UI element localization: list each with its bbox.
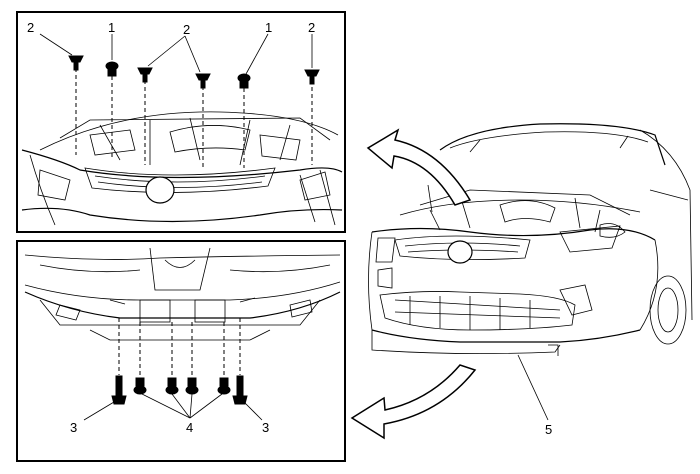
push-pin-retainer-icon [105, 61, 119, 77]
upper-fastener-dashed-leaders [75, 68, 313, 170]
lower-callout-leaders [83, 393, 263, 421]
curved-arrow-icon [366, 128, 472, 206]
lower-inset-panel: 3 4 3 [16, 240, 346, 462]
lower-inset-frame [16, 240, 346, 462]
upper-inset-frame [16, 11, 346, 233]
push-pin-retainer-icon [217, 377, 231, 395]
retainer-icon [68, 55, 84, 71]
upper-callout-leaders [39, 33, 313, 75]
retainer-icon [195, 73, 211, 89]
callout-4-retainers: 4 [186, 420, 193, 435]
callout-5-leader [517, 354, 549, 421]
push-pin-retainer-icon [133, 377, 147, 395]
callout-1-push-pin: 1 [108, 20, 115, 35]
retainer-icon [137, 67, 153, 83]
callout-1-push-pin: 1 [265, 20, 272, 35]
lower-fastener-dashed-leaders [118, 318, 241, 378]
callout-5-front-fascia: 5 [545, 422, 552, 437]
push-pin-retainer-icon [237, 73, 251, 89]
callout-2-top-middle: 2 [183, 22, 190, 37]
retainer-icon [304, 69, 320, 85]
curved-arrow-icon [350, 364, 477, 440]
callout-2-top-left: 2 [27, 20, 34, 35]
push-pin-retainer-icon [185, 377, 199, 395]
bolt-icon [232, 375, 248, 405]
underbody-illustration [24, 247, 341, 341]
callout-3-right-bolt: 3 [262, 420, 269, 435]
upper-inset-panel: 2 1 2 1 2 [16, 11, 346, 233]
callout-3-left-bolt: 3 [70, 420, 77, 435]
bolt-icon [111, 375, 127, 405]
upper-fascia-illustration [21, 111, 343, 226]
callout-2-top-right: 2 [308, 20, 315, 35]
push-pin-retainer-icon [165, 377, 179, 395]
vehicle-front-illustration [368, 123, 693, 356]
